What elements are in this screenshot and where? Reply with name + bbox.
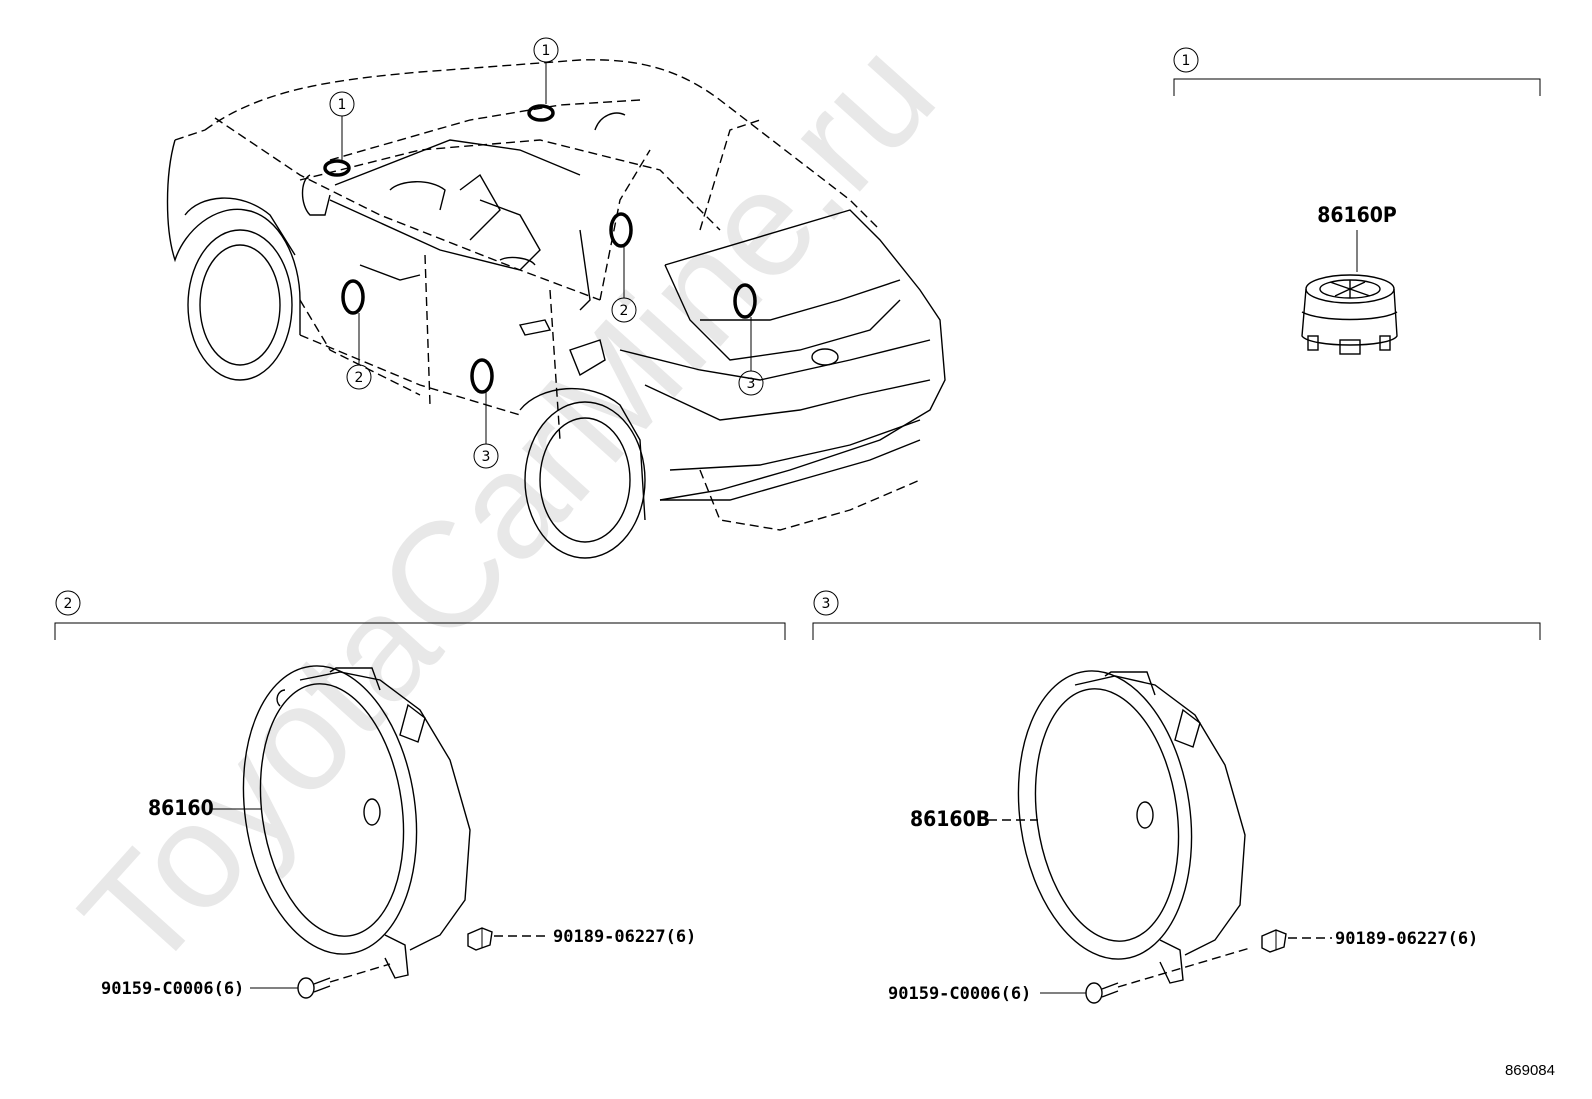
- clip-icon: [1261, 929, 1287, 953]
- speaker-marker-2b: [609, 212, 633, 248]
- section-1-number: 1: [1182, 53, 1191, 69]
- speaker-marker-1b: [527, 104, 555, 122]
- vehicle-illustration: [166, 59, 946, 559]
- speaker-marker-3b: [470, 358, 494, 394]
- callouts: 1 1 2 2 3 3: [329, 37, 764, 469]
- watermark: ToyotaCarMine.ru: [49, 9, 966, 1001]
- speaker-marker-3a: [733, 283, 757, 319]
- section-3-number: 3: [822, 596, 831, 612]
- callout-1b: 1: [542, 43, 551, 59]
- part-86160-label: 86160: [148, 796, 214, 820]
- section-2-number: 2: [64, 596, 73, 612]
- screw-90159-C0006-label: 90159-C0006(6): [101, 979, 244, 999]
- callout-2b: 2: [620, 303, 629, 319]
- section-3: 3 86160B 90189-06227(6) 90159-C0006(6): [812, 590, 1541, 1004]
- tweeter-speaker: [1301, 274, 1398, 355]
- callout-1a: 1: [338, 97, 347, 113]
- section-2: 2 86160 90189-06227(6) 90159-C0006(: [54, 590, 786, 999]
- speaker-marker-1a: [323, 159, 351, 177]
- part-86160P-label: 86160P: [1317, 203, 1397, 227]
- screw-icon: [1085, 982, 1119, 1004]
- clip-90189-06227-label: 90189-06227(6): [553, 927, 696, 947]
- door-speaker-86160: [242, 665, 471, 979]
- speaker-location-markers: [323, 104, 757, 394]
- screw-90159-C0006-label: 90159-C0006(6): [888, 984, 1031, 1004]
- screw-icon: [297, 977, 331, 999]
- callout-3a: 3: [747, 376, 756, 392]
- door-speaker-86160B: [1017, 670, 1246, 984]
- clip-icon: [467, 927, 493, 951]
- callout-3b: 3: [482, 449, 491, 465]
- callout-2a: 2: [355, 370, 364, 386]
- part-86160B-label: 86160B: [910, 807, 990, 831]
- section-1: 1 86160P: [1173, 47, 1541, 355]
- clip-90189-06227-label: 90189-06227(6): [1335, 929, 1478, 949]
- diagram-id: 869084: [1505, 1062, 1555, 1079]
- speaker-marker-2a: [341, 279, 365, 315]
